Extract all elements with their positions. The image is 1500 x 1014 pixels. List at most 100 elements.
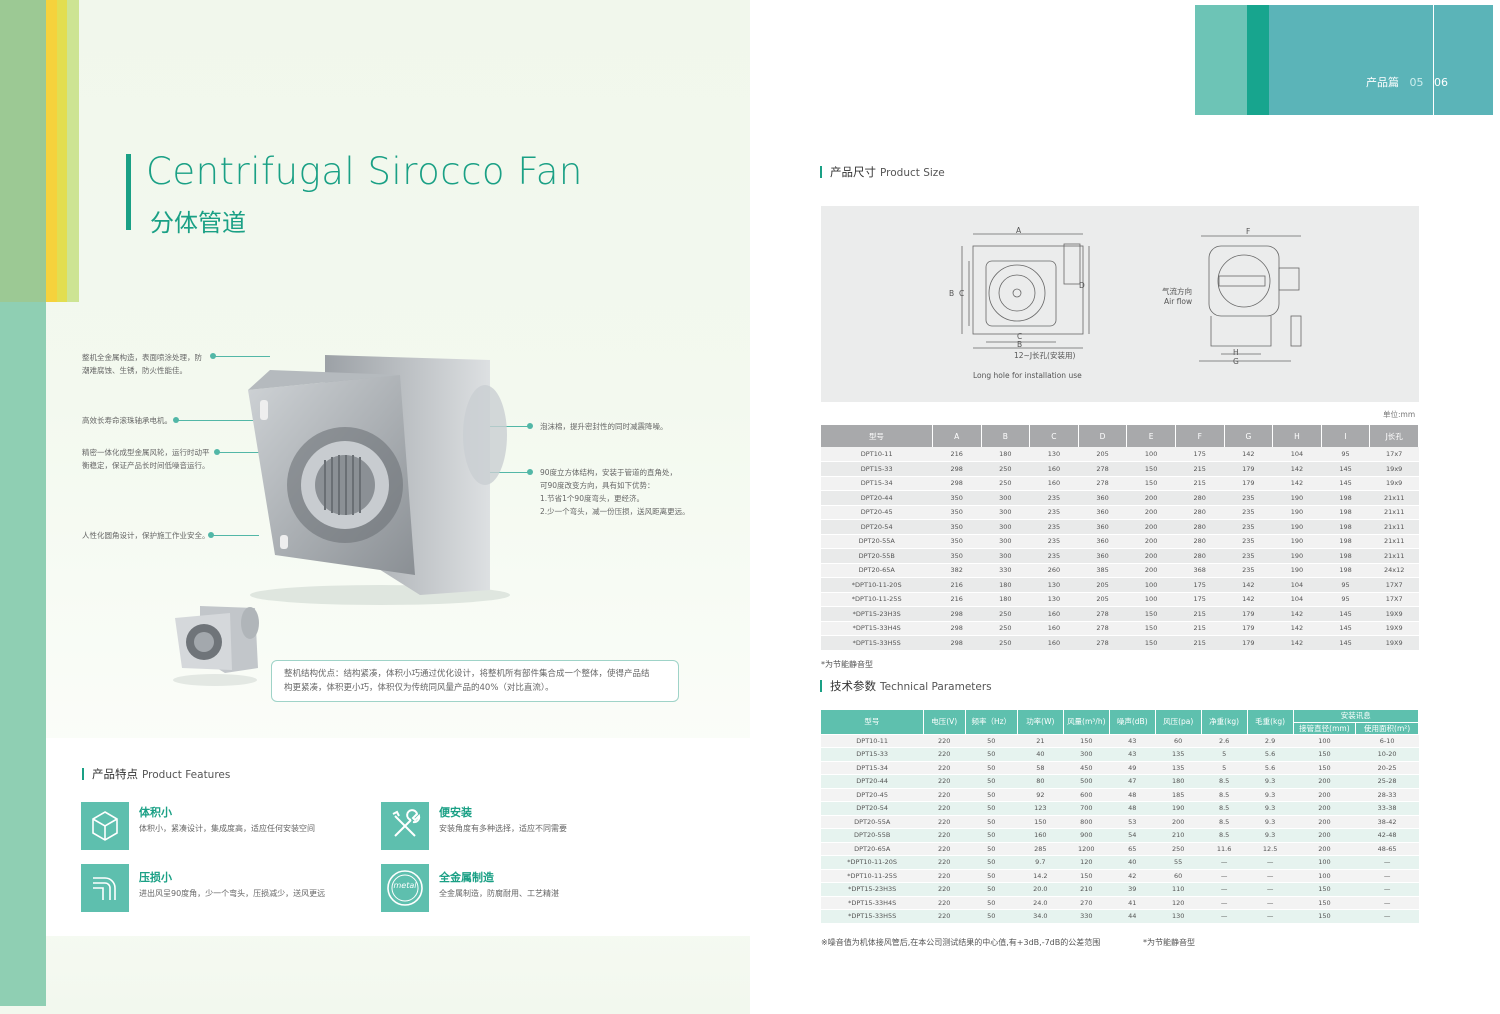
table-cell: *DPT10-11-20S xyxy=(821,577,933,593)
callout-dot xyxy=(173,417,179,423)
tech-col-header: 风压(pa) xyxy=(1155,710,1202,735)
table-cell: *DPT15-33H5S xyxy=(821,635,933,651)
table-cell: 450 xyxy=(1063,761,1110,775)
table-cell: 280 xyxy=(1175,534,1225,549)
table-cell: 190 xyxy=(1272,548,1322,564)
size-col-header: F xyxy=(1175,425,1225,447)
table-cell: 100 xyxy=(1293,734,1356,748)
table-cell: 160 xyxy=(1029,635,1079,651)
table-cell: 9.3 xyxy=(1247,788,1294,802)
table-cell: — xyxy=(1201,882,1248,897)
table-cell: 160 xyxy=(1029,476,1079,491)
size-col-header: A xyxy=(932,425,982,447)
table-cell: 150 xyxy=(1126,476,1176,491)
color-strip xyxy=(46,0,57,302)
table-cell: 142 xyxy=(1272,621,1322,636)
table-cell: 220 xyxy=(923,909,966,924)
table-cell: 200 xyxy=(1293,801,1356,816)
table-cell: 330 xyxy=(1063,909,1110,924)
table-cell: 216 xyxy=(932,447,981,462)
table-cell: 42 xyxy=(1109,869,1156,883)
callout-dot xyxy=(214,449,220,455)
table-cell: 200 xyxy=(1126,505,1176,520)
table-cell: 12.5 xyxy=(1247,842,1294,856)
table-cell: DPT20-44 xyxy=(821,490,933,506)
feature-desc: 体积小，紧凑设计，集成度高，适应任何安装空间 xyxy=(139,824,315,833)
table-cell: 220 xyxy=(923,761,966,775)
table-cell: 8.5 xyxy=(1201,788,1248,802)
table-cell: 142 xyxy=(1224,447,1273,462)
table-cell: 50 xyxy=(965,801,1018,816)
table-cell: 250 xyxy=(981,476,1030,491)
feature-title: 体积小 xyxy=(139,806,172,819)
table-cell: — xyxy=(1201,896,1248,910)
table-cell: 300 xyxy=(981,534,1030,549)
table-cell: 200 xyxy=(1293,774,1356,789)
table-cell: 200 xyxy=(1126,519,1176,535)
table-cell: 360 xyxy=(1078,505,1127,520)
table-cell: 19x9 xyxy=(1369,476,1419,491)
table-cell: 104 xyxy=(1272,447,1322,462)
table-cell: DPT15-33 xyxy=(821,747,924,762)
table-cell: 175 xyxy=(1175,447,1225,462)
table-cell: 200 xyxy=(1293,815,1356,829)
table-cell: 24x12 xyxy=(1369,563,1419,578)
table-cell: 350 xyxy=(932,490,981,506)
table-cell: 150 xyxy=(1063,734,1110,748)
table-cell: 190 xyxy=(1272,505,1322,520)
table-cell: 50 xyxy=(965,896,1018,910)
tech-col-header: 接管直径(mm) xyxy=(1293,722,1357,735)
table-cell: 5.6 xyxy=(1247,761,1294,775)
table-cell: 17x7 xyxy=(1369,447,1419,462)
table-cell: 215 xyxy=(1175,461,1225,477)
table-cell: 250 xyxy=(1155,842,1202,856)
table-cell: 50 xyxy=(965,855,1018,870)
feature-desc: 安装角度有多种选择，适应不同需要 xyxy=(439,824,567,833)
callout-rounded: 人性化圆角设计，保护施工作业安全。 xyxy=(82,531,210,540)
table-cell: 250 xyxy=(981,461,1030,477)
left-page: Centrifugal Sirocco Fan 分体管道 整机全金属构造，表面喷… xyxy=(0,0,750,1014)
tech-col-header: 频率（Hz） xyxy=(965,710,1018,735)
table-cell: 43 xyxy=(1109,747,1156,762)
table-cell: DPT20-54 xyxy=(821,801,924,816)
metal-label: metal xyxy=(393,881,417,890)
elbow-pipe-icon xyxy=(81,864,129,912)
table-cell: 180 xyxy=(981,447,1030,462)
table-cell: 350 xyxy=(932,534,981,549)
callout-line xyxy=(214,356,270,357)
table-cell: 142 xyxy=(1272,635,1322,651)
table-cell: 58 xyxy=(1017,761,1064,775)
callout-line xyxy=(176,420,296,421)
callout-dot xyxy=(527,423,533,429)
color-strip xyxy=(67,0,79,302)
color-strip xyxy=(57,0,67,302)
table-cell: 50 xyxy=(965,747,1018,762)
table-cell: 92 xyxy=(1017,788,1064,802)
table-cell: 9.3 xyxy=(1247,801,1294,816)
table-cell: DPT20-45 xyxy=(821,788,924,802)
table-cell: 49 xyxy=(1109,761,1156,775)
size-col-header: H xyxy=(1272,425,1322,447)
tech-col-header: 使用面积(m²) xyxy=(1355,722,1419,735)
table-cell: *DPT10-11-25S xyxy=(821,869,924,883)
table-cell: 10-20 xyxy=(1355,747,1419,762)
table-cell: 11.6 xyxy=(1201,842,1248,856)
table-cell: 300 xyxy=(981,505,1030,520)
table-cell: 38-42 xyxy=(1355,815,1419,829)
callout-90deg: 90度立方体结构，安装于管道的直角处，可90度改变方向，具有如下优势： 1.节省… xyxy=(540,468,690,516)
callout-metal-body: 整机全金属构造，表面喷涂处理，防潮难腐蚀、生锈，防火性能佳。 xyxy=(82,353,202,375)
table-cell: 198 xyxy=(1321,519,1370,535)
table-cell: 278 xyxy=(1078,476,1127,491)
table-cell: 19X9 xyxy=(1369,635,1419,651)
